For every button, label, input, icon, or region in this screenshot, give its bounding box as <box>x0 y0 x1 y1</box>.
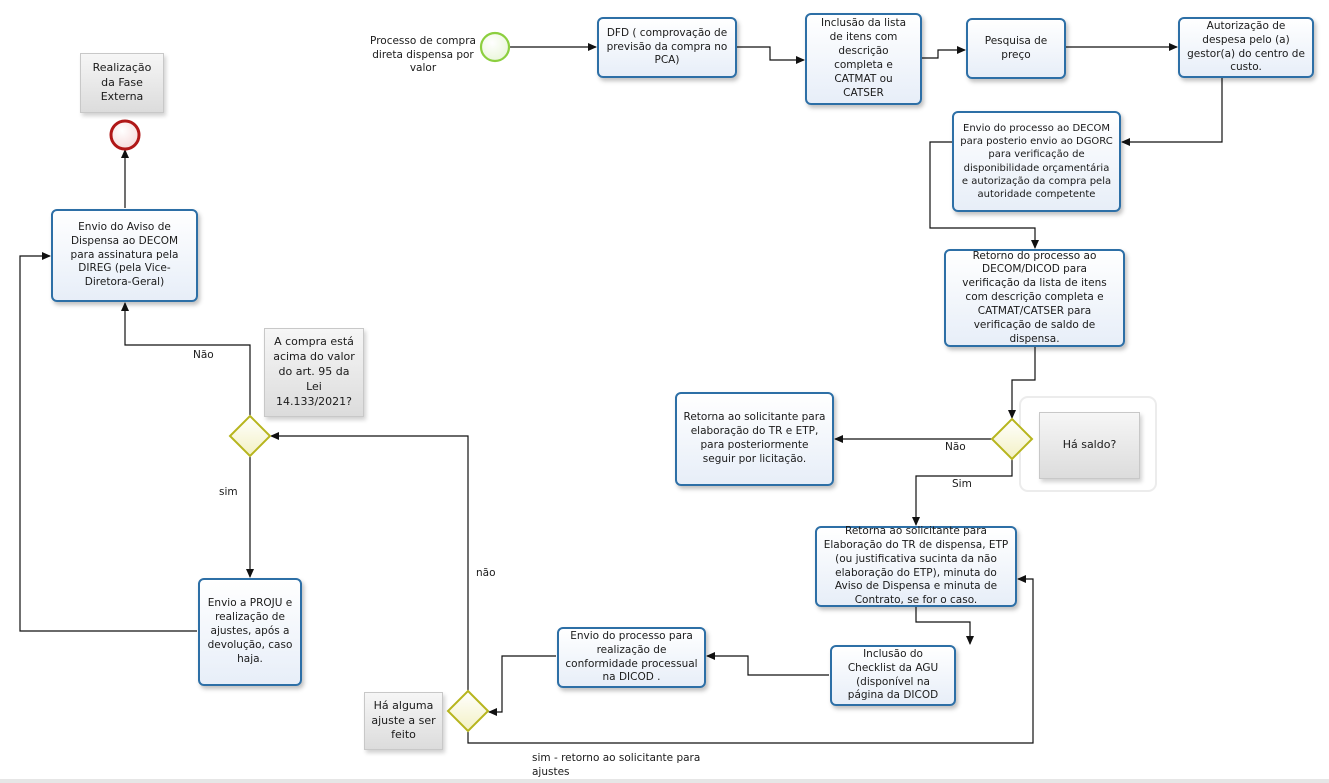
task-envio-decom[interactable]: Envio do processo ao DECOM para posterio… <box>952 111 1121 212</box>
flow-ajuste-nao <box>270 432 469 691</box>
task-envio-proju[interactable]: Envio a PROJU e realização de ajustes, a… <box>198 578 302 686</box>
label-ajuste-sim: sim - retorno ao solicitante para ajuste… <box>532 752 701 778</box>
task-inclusao-lista[interactable]: Inclusão da lista de itens com descrição… <box>805 13 922 105</box>
flow-ajuste-sim <box>467 575 1034 744</box>
task-retorno-decom[interactable]: Retorno do processo ao DECOM/DICOD para … <box>944 249 1125 347</box>
flow-saldo-sim <box>912 459 1013 526</box>
start-event[interactable] <box>479 31 511 63</box>
flow-acima-nao <box>121 302 251 415</box>
flow-elaboracao-to-checklist <box>915 607 974 645</box>
note-compra-acima: A compra está acima do valor do art. 95 … <box>264 328 364 417</box>
label-acima-nao: Não <box>193 349 214 361</box>
note-fase-externa: Realização da Fase Externa <box>80 53 164 113</box>
task-autorizacao-despesa[interactable]: Autorização de despesa pelo (a) gestor(a… <box>1178 17 1314 78</box>
flow-retorno-to-gateway-saldo <box>1008 347 1036 419</box>
flow-autorizacao-to-envio <box>1121 78 1223 146</box>
label-saldo-sim: Sim <box>952 478 972 490</box>
gateway-ha-ajuste[interactable] <box>446 689 490 733</box>
note-ha-ajuste: Há alguma ajuste a ser feito <box>364 692 443 750</box>
gateway-ha-saldo[interactable] <box>990 417 1034 461</box>
task-envio-aviso[interactable]: Envio do Aviso de Dispensa ao DECOM para… <box>51 209 198 302</box>
flow-conformidade-to-gateway-ajuste <box>488 655 556 716</box>
flow-inclusao-to-pesquisa <box>922 46 966 59</box>
label-saldo-nao: Não <box>945 441 966 453</box>
task-envio-conformidade[interactable]: Envio do processo para realização de con… <box>557 627 706 688</box>
gateway-compra-acima[interactable] <box>228 414 272 458</box>
start-event-label: Processo de compra direta dispensa por v… <box>370 35 476 75</box>
flow-envio-to-retorno <box>929 141 1039 249</box>
task-inclusao-checklist[interactable]: Inclusão do Checklist da AGU (disponível… <box>830 645 956 706</box>
note-ha-saldo: Há saldo? <box>1039 412 1140 479</box>
label-ajuste-nao: não <box>476 567 496 579</box>
flow-proju-to-aviso <box>19 252 197 632</box>
end-event[interactable] <box>109 119 141 151</box>
task-dfd[interactable]: DFD ( comprovação de previsão da compra … <box>597 17 737 78</box>
flow-dfd-to-inclusao <box>737 46 805 64</box>
task-retorna-elaboracao[interactable]: Retorna ao solicitante para Elaboração d… <box>815 525 1017 607</box>
task-pesquisa-preco[interactable]: Pesquisa de preço <box>966 18 1066 79</box>
label-acima-sim: sim <box>219 486 238 498</box>
flow-checklist-to-conformidade <box>706 652 829 676</box>
bottom-scrollbar[interactable] <box>0 779 1329 783</box>
task-retorna-licitacao[interactable]: Retorna ao solicitante para elaboração d… <box>675 392 834 486</box>
